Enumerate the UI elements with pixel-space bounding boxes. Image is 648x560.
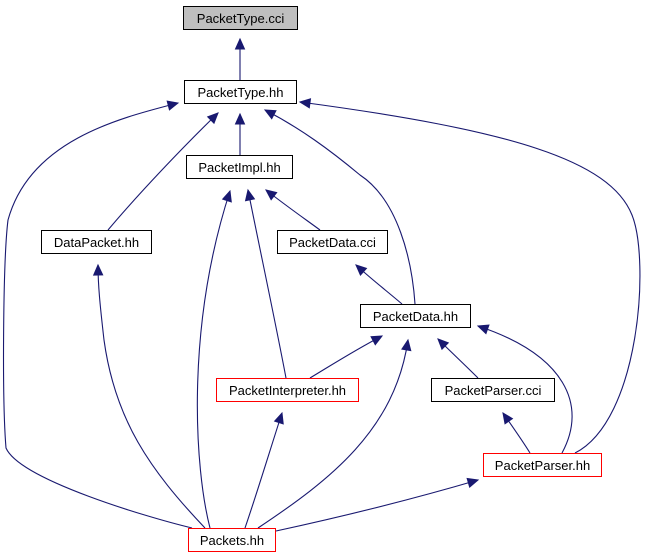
arrowhead: [206, 112, 219, 125]
edge-packets-hh-to-packettype-hh: [2, 100, 193, 529]
arrowhead: [370, 335, 384, 346]
arrowhead: [166, 100, 180, 111]
arrowhead: [92, 263, 104, 276]
node-packettype-cci: PacketType.cci: [183, 6, 298, 30]
edge-packetdata-hh-to-packetdata-cci: [355, 264, 403, 305]
arrowhead: [234, 112, 246, 125]
arrowhead: [476, 324, 490, 335]
edge-packets-hh-to-packetinterpreter-hh: [244, 411, 284, 529]
arrowhead: [401, 338, 412, 352]
edge-packetparser-hh-to-packetdata-hh: [476, 324, 573, 454]
node-packetdata-cci[interactable]: PacketData.cci: [277, 230, 388, 254]
node-packets-hh[interactable]: Packets.hh: [188, 528, 276, 552]
node-packettype-hh[interactable]: PacketType.hh: [184, 80, 297, 104]
arrowhead: [355, 264, 368, 276]
edge-packets-hh-to-packetparser-hh: [275, 477, 480, 532]
node-packetimpl-hh[interactable]: PacketImpl.hh: [186, 155, 293, 179]
arrowhead: [298, 98, 312, 109]
edge-packetdata-cci-to-packetimpl-hh: [265, 189, 321, 231]
arrowhead: [466, 477, 480, 488]
edge-packetparser-hh-to-packettype-hh: [298, 98, 641, 454]
arrowhead: [437, 338, 450, 351]
edge-datapacket-hh-to-packettype-hh: [107, 112, 219, 231]
node-packetparser-hh[interactable]: PacketParser.hh: [483, 453, 602, 477]
arrowhead: [221, 189, 232, 203]
arrowhead: [265, 189, 278, 201]
arrowhead: [244, 188, 256, 202]
arrowhead: [263, 109, 277, 120]
arrowhead: [502, 411, 514, 425]
edge-packetimpl-hh-to-packettype-hh: [234, 112, 246, 155]
arrowhead: [234, 37, 246, 50]
arrowhead: [273, 411, 284, 425]
edge-packetinterpreter-hh-to-packetdata-hh: [309, 335, 384, 379]
node-packetparser-cci[interactable]: PacketParser.cci: [431, 378, 555, 402]
edge-packetparser-hh-to-packetparser-cci: [502, 411, 531, 454]
node-packetinterpreter-hh[interactable]: PacketInterpreter.hh: [216, 378, 359, 402]
node-packetdata-hh[interactable]: PacketData.hh: [360, 304, 471, 328]
edge-packettype-hh-to-packettype-cci: [234, 37, 246, 80]
edge-packetdata-hh-to-packettype-hh: [263, 109, 416, 305]
edge-packets-hh-to-packetimpl-hh: [196, 189, 232, 529]
node-datapacket-hh[interactable]: DataPacket.hh: [41, 230, 152, 254]
edge-packets-hh-to-datapacket-hh: [92, 263, 206, 529]
edge-packetinterpreter-hh-to-packetimpl-hh: [244, 188, 287, 379]
edge-packets-hh-to-packetdata-hh: [257, 338, 412, 529]
edge-packetparser-cci-to-packetdata-hh: [437, 338, 479, 379]
